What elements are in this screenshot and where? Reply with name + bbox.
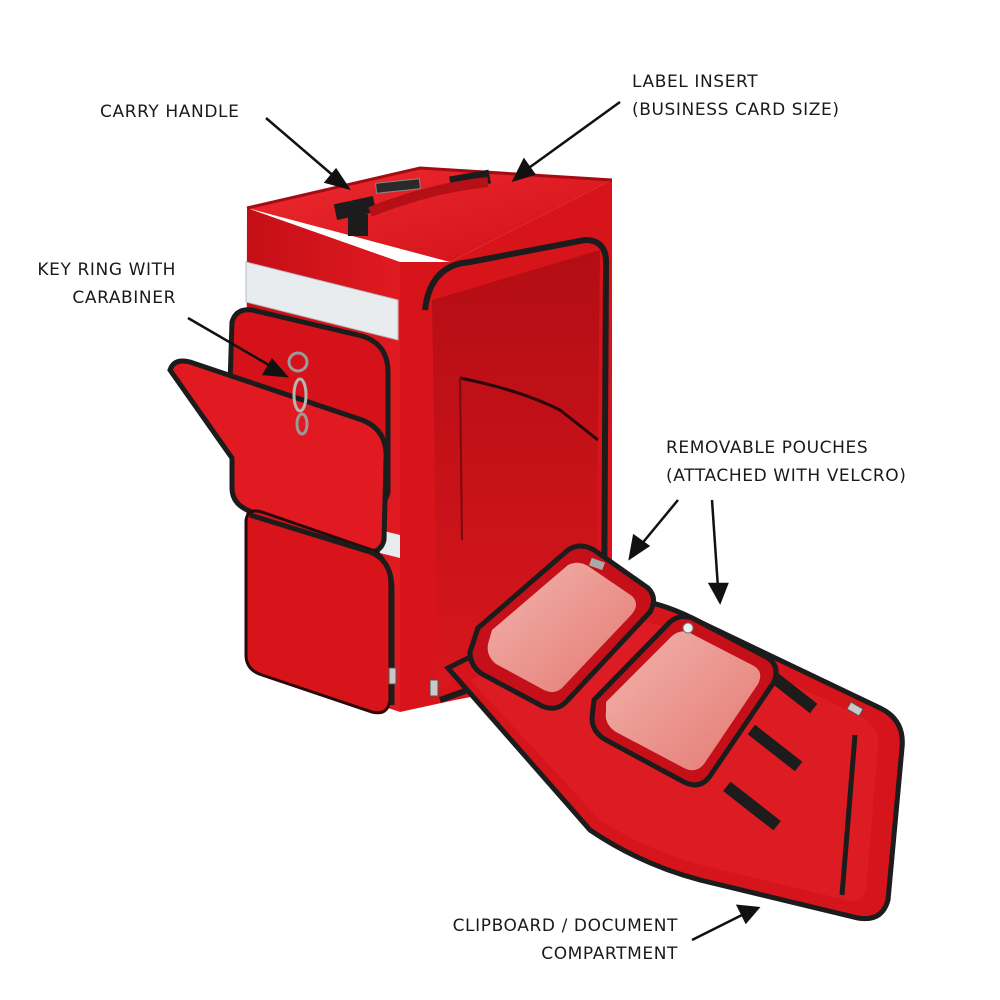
carabiner-link — [295, 412, 309, 436]
bag-top-panel — [247, 168, 612, 262]
callout-label-insert-line-1: LABEL INSERT — [632, 72, 759, 92]
arrowhead-carry-handle — [323, 167, 351, 191]
pouch-left-tab — [589, 557, 605, 571]
callout-key-ring-line-2: CARABINER — [72, 288, 176, 308]
pouch-right-grommet — [682, 622, 694, 634]
callout-pouches-line-2: (ATTACHED WITH VELCRO) — [666, 466, 907, 486]
arrowhead-pouch-left — [628, 533, 651, 561]
main-zipper-pull — [429, 679, 439, 697]
pouch-left-window — [487, 562, 636, 693]
reflective-strip — [245, 261, 399, 341]
carry-handle-strap-left — [333, 196, 377, 220]
callout-pouches-line-1: REMOVABLE POUCHES — [666, 438, 869, 458]
label-insert-window — [375, 178, 421, 194]
callout-key-ring: KEY RING WITH CARABINER — [24, 256, 176, 312]
key-ring — [287, 351, 309, 373]
callout-carry-handle-line-1: CARRY HANDLE — [100, 102, 240, 122]
elastic-strap-3 — [723, 781, 781, 831]
arrowhead-pouch-right — [707, 582, 729, 605]
interior-pocket-side — [459, 377, 463, 541]
callout-clipboard-line-2: COMPARTMENT — [541, 944, 678, 964]
clipboard-zipper-pull — [846, 701, 864, 717]
arrow-label-insert — [525, 100, 621, 172]
callout-key-ring-line-1: KEY RING WITH — [37, 260, 176, 280]
callout-pouches: REMOVABLE POUCHES (ATTACHED WITH VELCRO) — [666, 434, 906, 490]
callout-label-insert-line-2: (BUSINESS CARD SIZE) — [632, 100, 840, 120]
arrow-carry-handle — [265, 117, 337, 179]
carry-handle-mid — [348, 214, 368, 236]
pouch-right-window — [605, 631, 761, 771]
callout-clipboard: CLIPBOARD / DOCUMENT COMPARTMENT — [430, 912, 678, 968]
upper-side-pocket-flap — [167, 358, 389, 555]
callout-carry-handle: CARRY HANDLE — [100, 98, 239, 126]
arrow-pouch-left — [639, 499, 679, 547]
arrow-key-ring — [187, 316, 275, 370]
arrowhead-key-ring — [261, 357, 289, 378]
arrow-clipboard — [691, 912, 745, 942]
arrowhead-label-insert — [511, 157, 537, 183]
handle-loop — [368, 177, 489, 217]
interior-pocket-edge — [459, 376, 599, 442]
clipboard-compartment-zipper — [839, 734, 858, 896]
elastic-strap-2 — [747, 724, 803, 772]
arrow-pouch-right — [710, 499, 720, 589]
callout-clipboard-line-1: CLIPBOARD / DOCUMENT — [452, 916, 678, 936]
bag-top-edge — [246, 166, 613, 210]
lower-pocket-zipper-pull — [388, 667, 397, 685]
carabiner — [292, 377, 308, 413]
arrowhead-clipboard — [735, 904, 761, 925]
lower-side-pocket-zipper — [249, 512, 395, 705]
callout-label-insert: LABEL INSERT (BUSINESS CARD SIZE) — [632, 68, 840, 124]
